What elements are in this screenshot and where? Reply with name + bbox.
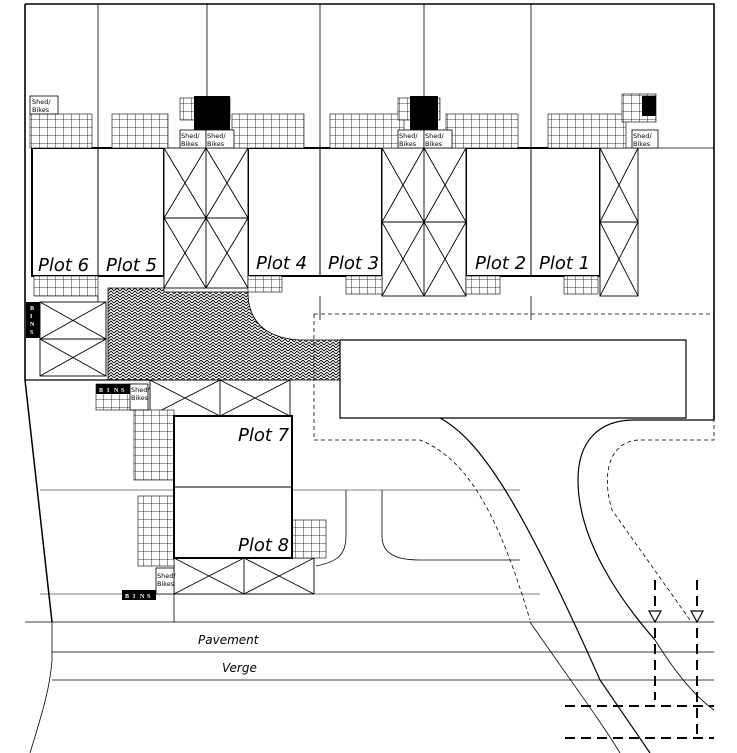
bin-store-north-c	[642, 96, 656, 116]
shed-label: Shed/	[399, 132, 418, 140]
bikes-label: Bikes	[32, 106, 50, 114]
bin-letter: I	[30, 314, 33, 320]
bikes-label: Bikes	[399, 140, 417, 148]
carports	[39, 147, 639, 595]
house-block-4-3	[247, 147, 383, 277]
shed-bike-store: Shed/ Bikes	[423, 129, 453, 149]
shed-bike-stores: Shed/ Bikes Shed/ Bikes Shed/ Bikes Shed…	[29, 95, 659, 595]
plot-8-label: Plot 8	[238, 535, 289, 556]
shed-bike-store: Shed/ Bikes	[205, 129, 235, 149]
bin-letter: N	[114, 388, 119, 394]
bin-letter: B	[99, 388, 103, 394]
road-labels: Pavement Verge	[198, 633, 260, 675]
bin-store-north-b	[410, 96, 438, 130]
visibility-splays	[565, 580, 714, 740]
bin-letter: B	[30, 306, 34, 312]
bin-store-plot7: B I N S	[96, 384, 130, 394]
bin-store-west: B I N S	[26, 302, 40, 338]
bikes-label: Bikes	[131, 394, 149, 402]
shed-bike-store: Shed/ Bikes	[29, 95, 59, 115]
shed-label: Shed/	[207, 132, 226, 140]
plot-7-label: Plot 7	[238, 425, 290, 446]
bin-letter: S	[30, 330, 34, 336]
bin-letter: S	[121, 388, 125, 394]
bikes-label: Bikes	[633, 140, 651, 148]
verge-label: Verge	[222, 661, 257, 675]
bin-store-plot8: B I N S	[122, 590, 156, 600]
access-road	[24, 313, 715, 753]
plot-5-label: Plot 5	[106, 255, 157, 276]
bin-letter: B	[125, 594, 129, 600]
bin-letter: S	[147, 594, 151, 600]
plot-labels: Plot 6 Plot 5 Plot 4 Plot 3 Plot 2 Plot …	[38, 253, 590, 556]
shed-bike-store: Shed/ Bikes	[155, 567, 176, 595]
shed-bike-store: Shed/ Bikes	[397, 129, 425, 149]
shed-label: Shed/	[131, 386, 150, 394]
bikes-label: Bikes	[207, 140, 225, 148]
plot-4-label: Plot 4	[256, 253, 307, 274]
bin-letter: N	[30, 322, 35, 328]
plot-6-label: Plot 6	[38, 255, 89, 276]
bin-letter: I	[133, 594, 136, 600]
bikes-label: Bikes	[157, 580, 175, 588]
bikes-label: Bikes	[425, 140, 443, 148]
shared-driveway	[107, 287, 341, 381]
plot-7-8-block	[173, 415, 293, 559]
pavement-label: Pavement	[198, 633, 260, 647]
bin-stores: B I N S B I N S B I N S	[26, 96, 656, 600]
splay-arrows	[647, 610, 705, 624]
shed-label: Shed/	[633, 132, 652, 140]
bin-letter: N	[140, 594, 145, 600]
shed-bike-store: Shed/ Bikes	[179, 129, 207, 149]
shed-bike-store: Shed/ Bikes	[631, 129, 659, 149]
shed-bike-store: Shed/ Bikes	[129, 383, 150, 411]
plot-3-label: Plot 3	[328, 253, 379, 274]
shed-label: Shed/	[157, 572, 176, 580]
shed-label: Shed/	[181, 132, 200, 140]
bin-store-north-a	[194, 96, 230, 130]
bin-letter: I	[107, 388, 110, 394]
shed-label: Shed/	[32, 98, 51, 106]
shed-label: Shed/	[425, 132, 444, 140]
bikes-label: Bikes	[181, 140, 199, 148]
plot-1-label: Plot 1	[539, 253, 590, 274]
plot-2-label: Plot 2	[475, 253, 526, 274]
